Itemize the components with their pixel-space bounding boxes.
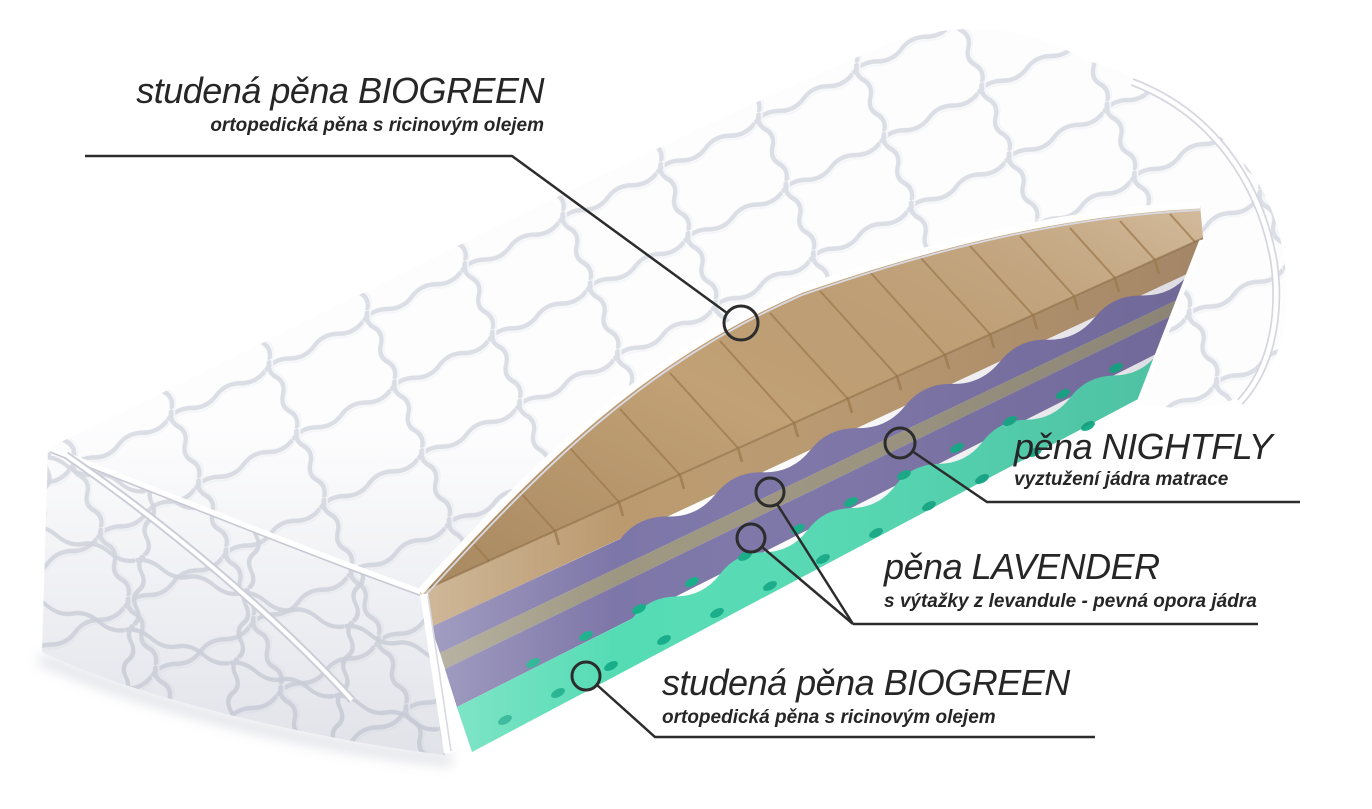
label-biogreen-bottom-subtitle: ortopedická pěna s ricinovým olejem [662, 706, 996, 728]
marker-biogreen-bottom [570, 660, 602, 692]
flap-piping [1131, 79, 1279, 404]
core-top-shading [420, 205, 1203, 592]
mattress-cover [42, 28, 1287, 755]
leader-lavender-lower [761, 546, 854, 625]
zipper-cord [64, 453, 354, 702]
mattress-shadow [37, 652, 453, 766]
cover-crease-shadow [49, 451, 423, 597]
leader-biogreen-top [85, 154, 728, 315]
label-lavender: pěna LAVENDER s výtažky z levandule - pe… [884, 546, 1257, 612]
peeled-cover-edge [417, 201, 1201, 595]
leader-lines [85, 154, 1300, 739]
label-biogreen-top-title: studená pěna BIOGREEN [136, 70, 544, 111]
cover-shading [42, 28, 1287, 755]
core-edge-crease [419, 237, 1204, 593]
cross-section [420, 238, 1205, 752]
label-lavender-subtitle: s výtažky z levandule - pevná opora jádr… [884, 590, 1257, 612]
marker-lavender-lower [735, 522, 767, 554]
side-shading [420, 238, 1203, 752]
label-nightfly: pěna NIGHTFLY vyztužení jádra matrace [1014, 426, 1273, 490]
front-cover-edge [420, 593, 452, 754]
leader-biogreen-bottom [596, 684, 1095, 739]
label-nightfly-subtitle: vyztužení jádra matrace [1014, 468, 1229, 490]
core-groove-notches [553, 259, 1161, 546]
cover-crease-piping [46, 445, 422, 595]
label-lavender-title: pěna LAVENDER [884, 546, 1160, 587]
front-cover-edge-shadow [427, 595, 452, 752]
label-biogreen-top: studená pěna BIOGREEN ortopedická pěna s… [136, 70, 544, 136]
marker-biogreen-top [722, 304, 760, 342]
peeled-cover-edge-shadow [422, 209, 1201, 599]
marker-nightfly [883, 426, 917, 460]
core-grooves [469, 213, 1196, 562]
label-biogreen-bottom-title: studená pěna BIOGREEN [662, 662, 1070, 703]
cut-right-fabric-edge [1137, 239, 1205, 401]
label-biogreen-top-subtitle: ortopedická pěna s ricinovým olejem [210, 114, 544, 136]
exposed-core-top [417, 201, 1204, 754]
label-biogreen-bottom: studená pěna BIOGREEN ortopedická pěna s… [662, 662, 1070, 728]
label-nightfly-title: pěna NIGHTFLY [1014, 426, 1273, 467]
leader-nightfly [911, 449, 1300, 504]
leader-lavender-upper [775, 503, 855, 625]
marker-lavender-upper [754, 476, 786, 508]
